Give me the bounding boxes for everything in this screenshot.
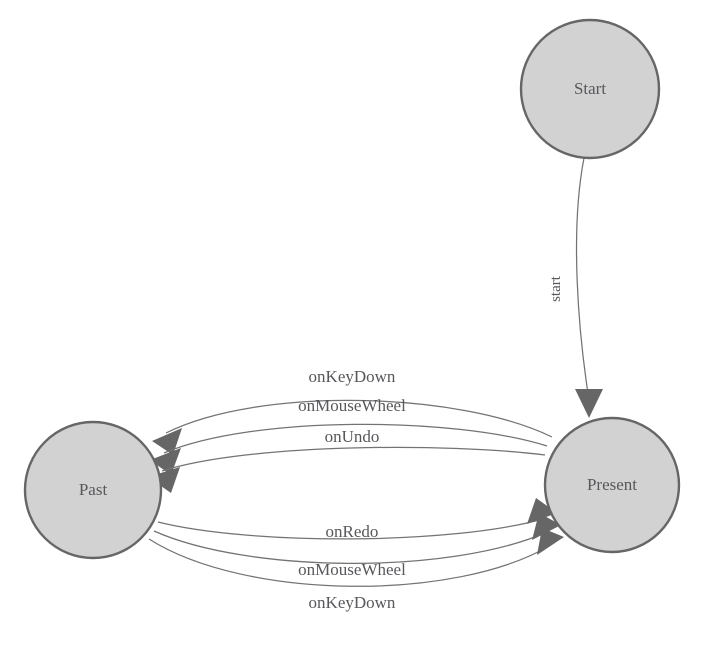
edge-line bbox=[148, 538, 552, 587]
node-label-start: Start bbox=[574, 79, 606, 98]
node-circle bbox=[519, 18, 661, 160]
node-label-present: Present bbox=[587, 475, 637, 494]
edge-label-past-to-present-mousewheel: onMouseWheel bbox=[298, 560, 406, 579]
node-circle bbox=[543, 416, 681, 554]
edge-line bbox=[157, 518, 544, 540]
edge-line bbox=[163, 423, 548, 454]
edge-label-present-to-past-mousewheel: onMouseWheel bbox=[298, 396, 406, 415]
edge-label-present-to-past-keydown: onKeyDown bbox=[309, 367, 396, 386]
edge-past-to-present-redo[interactable] bbox=[157, 498, 557, 540]
edge-present-to-past-undo[interactable] bbox=[148, 446, 546, 493]
edge-label-past-to-present-redo: onRedo bbox=[326, 522, 379, 541]
arrowhead-icon bbox=[532, 513, 561, 540]
edge-start-to-present[interactable] bbox=[575, 157, 603, 418]
node-past[interactable]: Past bbox=[23, 420, 163, 560]
edge-line bbox=[161, 446, 546, 472]
edge-line bbox=[165, 399, 553, 438]
node-label-past: Past bbox=[79, 480, 108, 499]
node-circle bbox=[23, 420, 163, 560]
arrowhead-icon bbox=[152, 428, 182, 455]
edge-labels-layer: start onKeyDown onMouseWheel onUndo onRedo on… bbox=[298, 275, 564, 612]
arrowhead-icon bbox=[148, 467, 180, 493]
edge-label-past-to-present-keydown: onKeyDown bbox=[309, 593, 396, 612]
node-present[interactable]: Present bbox=[543, 416, 681, 554]
edges-layer bbox=[148, 157, 603, 587]
edge-present-to-past-keydown[interactable] bbox=[152, 399, 553, 455]
arrowhead-icon bbox=[575, 389, 603, 418]
edge-line bbox=[153, 530, 548, 564]
arrowhead-icon bbox=[537, 528, 564, 555]
edge-past-to-present-mousewheel[interactable] bbox=[153, 513, 561, 564]
arrowhead-icon bbox=[527, 498, 557, 524]
node-start[interactable]: Start bbox=[519, 18, 661, 160]
edge-past-to-present-keydown[interactable] bbox=[148, 528, 564, 587]
edge-label-start-to-present: start bbox=[548, 275, 564, 302]
edge-label-present-to-past-undo: onUndo bbox=[325, 427, 380, 446]
edge-line bbox=[575, 157, 590, 401]
